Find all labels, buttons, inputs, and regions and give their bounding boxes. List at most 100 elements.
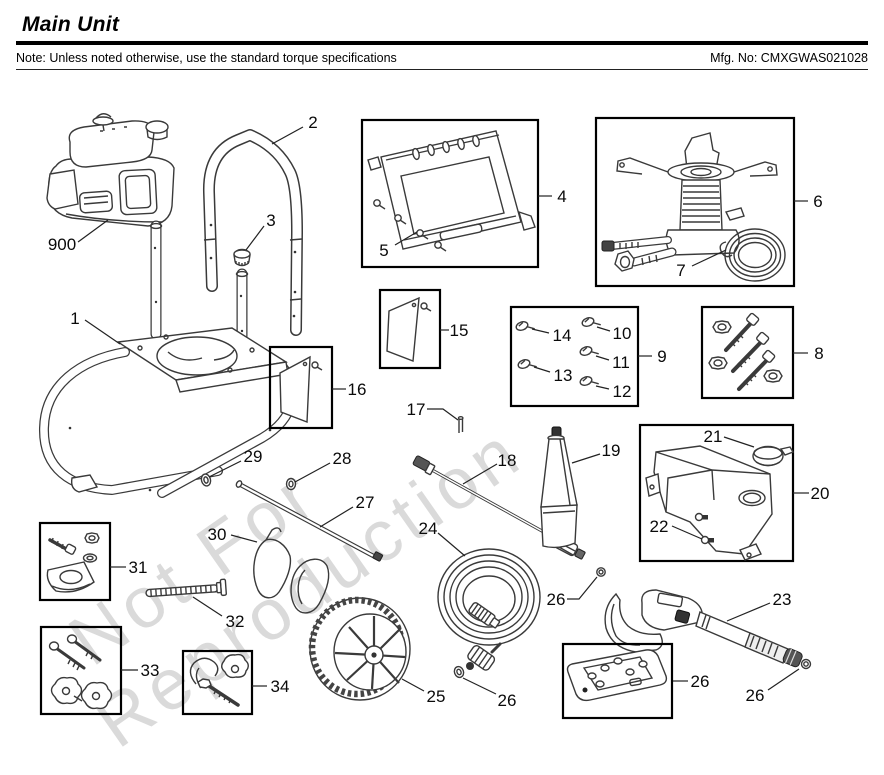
callout-16-label: 16 [348,380,367,399]
callout-26-gun-label: 26 [746,686,765,705]
pin-drawing [457,416,464,433]
callout-14-label: 14 [553,326,572,345]
callout-16: 16 [332,380,366,399]
hose-o-ring [453,665,465,679]
handle-cap-drawing [233,248,251,267]
pump-box-drawing [594,116,796,288]
callout-17-label: 17 [407,400,426,419]
callout-10-label: 10 [613,324,632,343]
callout-15-label: 15 [450,321,469,340]
wire-clips-drawing [253,527,330,614]
engine-drawing [46,113,175,227]
box-6-outline [594,116,796,288]
callout-27: 27 [319,493,375,528]
panel-screws [373,199,447,252]
nozzle-cone-drawing [540,426,578,549]
bolt-kit-box-drawing [700,305,795,400]
callouts: 900 1 2 3 4 5 [48,113,830,710]
callout-12-label: 12 [613,382,632,401]
callout-28-label: 28 [333,449,352,468]
callout-6: 6 [794,192,823,211]
screw-10-glyph [581,317,601,327]
tank-screws [694,512,714,545]
callout-24-label: 24 [419,519,438,538]
callout-23: 23 [726,590,792,622]
panel-15-box-drawing [378,288,442,370]
callout-29-label: 29 [244,447,263,466]
torque-note: Note: Unless noted otherwise, use the st… [16,51,397,65]
mfg-number: Mfg. No: CMXGWAS021028 [710,51,868,65]
callout-1-label: 1 [70,309,79,328]
callout-19-label: 19 [602,441,621,460]
callout-7-label: 7 [676,261,685,280]
callout-900-label: 900 [48,235,76,254]
callout-21: 21 [704,427,755,448]
callout-18: 18 [462,451,517,485]
callout-8-label: 8 [814,344,823,363]
callout-25: 25 [401,678,446,706]
box-15-outline [378,288,442,370]
callout-31: 31 [110,558,147,577]
lance-drawing [412,455,606,577]
callout-1: 1 [70,309,121,345]
screw-14-glyph [515,321,535,331]
panel-16-box-drawing [268,345,334,430]
callout-5-label: 5 [379,241,388,260]
frame-drawing [38,327,298,498]
callout-26-gun: 26 [746,668,800,705]
box-31-outline [38,521,112,602]
callout-25-label: 25 [427,687,446,706]
box-16-outline [268,345,334,430]
box-26-outline [561,642,674,720]
callout-28: 28 [294,449,352,483]
page-title: Main Unit [22,13,120,36]
callout-15: 15 [440,321,468,340]
screw-13-glyph [517,359,537,369]
gun-o-ring [800,658,812,670]
title-divider [16,41,868,45]
threaded-rod-drawing [145,578,227,598]
callout-20-label: 20 [811,484,830,503]
callout-33: 33 [121,661,159,680]
callout-3: 3 [245,211,276,251]
callout-11-label: 11 [612,353,630,372]
callout-30-label: 30 [208,525,227,544]
box-4-outline [360,118,540,269]
ring-29-drawing [200,473,212,487]
callout-11: 11 [595,353,630,372]
callout-13: 13 [533,366,573,385]
callout-3-label: 3 [266,211,275,230]
callout-5: 5 [379,231,418,260]
handle-drawing [202,129,303,336]
callout-20: 20 [793,484,829,503]
callout-17: 17 [407,400,459,421]
callout-32-label: 32 [226,612,245,631]
callout-26-hose-label: 26 [498,691,517,710]
tank-box-drawing [638,423,795,563]
hook-kit-box-drawing [181,649,254,716]
screw-kit-box-drawing [509,305,640,408]
callout-27-label: 27 [356,493,375,512]
callout-900: 900 [48,219,109,254]
callout-18-label: 18 [498,451,517,470]
callout-31-label: 31 [129,558,148,577]
callout-22: 22 [650,517,703,540]
lance-o-ring [596,567,606,577]
callout-23-label: 23 [773,590,792,609]
callout-13-label: 13 [554,366,573,385]
pump-outlet-coil [719,228,786,282]
tank-cap-drawing [752,445,795,467]
screw-12-glyph [579,376,599,386]
callout-9-label: 9 [657,347,666,366]
callout-19: 19 [571,441,621,464]
callout-21-label: 21 [704,427,723,446]
callout-34: 34 [252,677,289,696]
callout-30: 30 [208,525,258,544]
hose-coil-drawing [437,548,541,679]
box-34-outline [181,649,254,716]
callout-26-box: 26 [673,672,709,691]
screw-11-glyph [579,346,599,356]
callout-4-label: 4 [557,187,566,206]
callout-26-lance-label: 26 [547,590,566,609]
axle-rod-drawing [235,480,384,562]
